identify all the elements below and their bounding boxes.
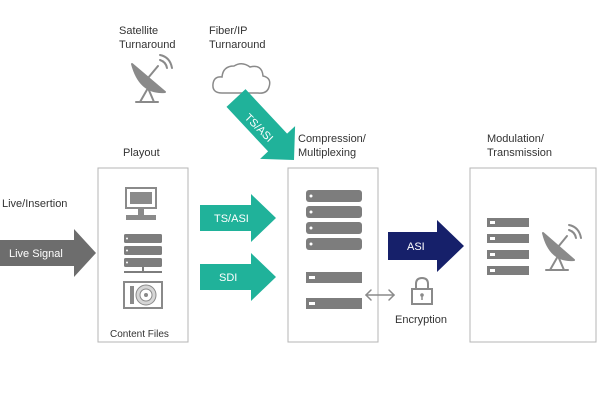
fiber-turnaround-label-2: Turnaround [209, 39, 265, 51]
modulation-label-1: Modulation/ [487, 133, 545, 145]
ts-asi-arrow: TS/ASI [200, 194, 276, 242]
cloud-icon [212, 63, 271, 94]
ts-asi-label: TS/ASI [214, 213, 249, 225]
modulation-label-2: Transmission [487, 147, 552, 159]
modulator-rack-icon [487, 218, 529, 275]
fiber-turnaround-label-1: Fiber/IP [209, 25, 248, 37]
compression-label-1: Compression/ [298, 133, 367, 145]
playout-label: Playout [123, 147, 160, 159]
encryption-label: Encryption [395, 314, 447, 326]
asi-label: ASI [407, 241, 425, 253]
encoder-unit-icon [306, 272, 362, 309]
satellite-turnaround-label-2: Turnaround [119, 39, 175, 51]
satellite-turnaround-label-1: Satellite [119, 25, 158, 37]
sdi-arrow: SDI [200, 253, 276, 301]
server-stack-icon [306, 190, 362, 250]
live-signal-label: Live Signal [9, 248, 63, 260]
compression-label-2: Multiplexing [298, 147, 356, 159]
server-icon [124, 234, 162, 273]
monitor-icon [125, 187, 157, 220]
satellite-dish-icon [131, 54, 173, 103]
lock-icon [411, 276, 433, 305]
asi-arrow: ASI [388, 220, 464, 272]
live-signal-arrow: Live Signal [0, 229, 96, 277]
ts-asi-diagonal-arrow: TS/ASI [226, 89, 296, 160]
transmission-dish-icon [542, 224, 582, 271]
content-files-label: Content Files [110, 329, 169, 340]
bidirectional-arrow-icon [364, 289, 396, 301]
live-insertion-label: Live/Insertion [2, 198, 67, 210]
sdi-label: SDI [219, 272, 237, 284]
hard-drive-icon [123, 281, 163, 309]
